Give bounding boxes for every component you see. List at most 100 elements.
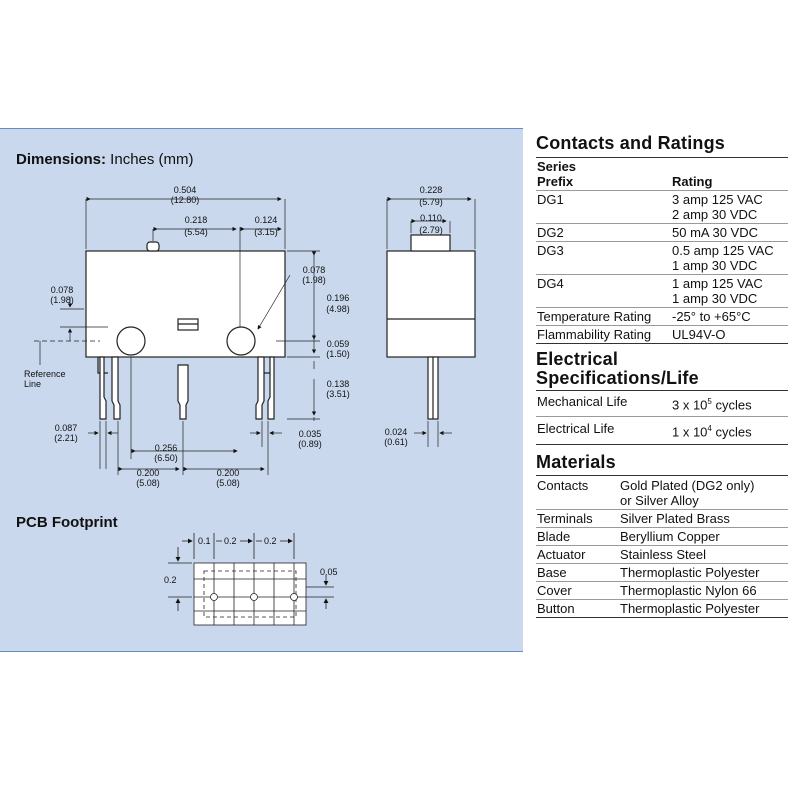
- switch-side-view: [386, 234, 476, 420]
- electrical-row: Electrical Life 1 x 104 cycles: [536, 416, 788, 444]
- contact-prefix: DG3: [536, 241, 671, 275]
- dim-pin-spacing-left: 0.200: [137, 468, 160, 478]
- dim-pin-length-mm: (3.51): [326, 389, 350, 399]
- temperature-value: -25° to +65°C: [671, 307, 788, 326]
- material-value-1: Silver Plated Brass: [619, 508, 788, 528]
- temperature-label: Temperature Rating: [536, 307, 671, 326]
- material-label: Contacts: [537, 477, 589, 493]
- flammability-label: Flammability Rating: [536, 325, 671, 343]
- material-value-2: or Silver Alloy: [620, 492, 699, 508]
- material-value-1: Thermoplastic Polyester: [619, 562, 788, 582]
- front-dimension-labels: 0.504 (12.80) 0.218 (5.54) 0.124 (3.15) …: [24, 185, 350, 488]
- electrical-value-tail: cycles: [711, 397, 752, 413]
- dim-overall-width-mm: (12.80): [171, 195, 200, 205]
- dim-pin-spacing-right-mm: (5.08): [216, 478, 240, 488]
- header-series: Series: [537, 159, 577, 174]
- pcb-dim-left: 0.2: [164, 575, 177, 585]
- dim-pin-to-button-mm: (5.54): [184, 227, 208, 237]
- materials-row: Actuator Stainless Steel: [536, 544, 788, 564]
- dimension-drawing: 0.504 (12.80) 0.218 (5.54) 0.124 (3.15) …: [24, 185, 476, 626]
- electrical-label: Mechanical Life: [537, 394, 628, 409]
- electrical-title-1: Electrical: [536, 349, 619, 369]
- dim-hole-offset: 0.059: [327, 339, 350, 349]
- reference-line-label-1: Reference: [24, 369, 66, 379]
- contacts-title: Contacts and Ratings: [536, 133, 726, 153]
- dimensions-title: Dimensions: Inches (mm): [16, 151, 194, 168]
- dim-button-to-edge: 0.124: [255, 215, 278, 225]
- materials-row: Button Thermoplastic Polyester: [536, 598, 788, 617]
- dim-left-height-mm: (1.98): [50, 295, 74, 305]
- material-label: Base: [536, 562, 619, 582]
- pcb-dim-2: 0.2: [224, 536, 237, 546]
- contact-rating-1: 3 amp 125 VAC: [672, 192, 763, 207]
- material-value-1: Beryllium Copper: [619, 526, 788, 546]
- dim-pin-edge-mm: (2.21): [54, 433, 78, 443]
- materials-table: Contacts Gold Plated (DG2 only)or Silver…: [536, 476, 788, 617]
- flammability-row: Flammability Rating UL94V-O: [536, 325, 788, 343]
- material-label: Button: [536, 598, 619, 617]
- dim-button-width: 0.110: [420, 213, 442, 223]
- side-dimension-labels: 0.228 (5.79) 0.110 (2.79) 0.024 (0.61): [384, 185, 443, 447]
- contact-rating-1: 1 amp 125 VAC: [672, 276, 763, 291]
- contact-rating-1: 0.5 amp 125 VAC: [672, 243, 774, 258]
- electrical-value: 3 x 105 cycles: [671, 391, 788, 417]
- contacts-row: DG2 50 mA 30 VDC: [536, 223, 788, 242]
- dim-pin-thickness-mm: (0.61): [384, 437, 408, 447]
- electrical-value-base: 1 x 10: [672, 424, 708, 440]
- dim-side-width-mm: (5.79): [419, 197, 443, 207]
- dim-pin-to-button: 0.218: [185, 215, 208, 225]
- electrical-row: Mechanical Life 3 x 105 cycles: [536, 391, 788, 417]
- contact-rating-1: 50 mA 30 VDC: [671, 223, 788, 242]
- pcb-dim-right: 0.05: [320, 567, 338, 577]
- dim-pin-width-mm: (0.89): [298, 439, 322, 449]
- materials-title: Materials: [536, 451, 616, 472]
- material-value-1: Gold Plated (DG2 only): [620, 477, 755, 493]
- flammability-value: UL94V-O: [671, 325, 788, 343]
- electrical-value-tail: cycles: [711, 424, 752, 440]
- pcb-dim-3: 0.2: [264, 536, 277, 546]
- dimensions-title-bold: Dimensions:: [16, 151, 107, 168]
- dim-right-height: 0.196: [327, 293, 350, 303]
- front-dimension-lines: [34, 196, 320, 475]
- dim-hole-spacing: 0.256: [155, 443, 178, 453]
- dimensions-title-units: Inches (mm): [106, 151, 194, 168]
- reference-line-label-2: Line: [24, 379, 41, 389]
- contact-prefix: DG2: [536, 223, 671, 242]
- contact-prefix: DG1: [536, 190, 671, 224]
- material-value-1: Stainless Steel: [619, 544, 788, 564]
- dim-pin-length: 0.138: [327, 379, 350, 389]
- contact-rating-2: 2 amp 30 VDC: [672, 207, 758, 222]
- material-label: Terminals: [536, 508, 619, 528]
- dim-button-width-mm: (2.79): [419, 225, 443, 235]
- pcb-footprint-title: PCB Footprint: [16, 514, 118, 531]
- dim-hole-spacing-mm: (6.50): [154, 453, 178, 463]
- header-prefix: Prefix: [537, 174, 574, 189]
- material-label: Cover: [536, 580, 619, 600]
- materials-row: Base Thermoplastic Polyester: [536, 562, 788, 582]
- pcb-footprint-drawing: [168, 533, 334, 626]
- electrical-title-2: Specifications/Life: [536, 368, 699, 388]
- contact-rating-2: 1 amp 30 VDC: [672, 258, 758, 273]
- electrical-value-exp: 4: [707, 424, 712, 434]
- materials-row: Terminals Silver Plated Brass: [536, 508, 788, 528]
- switch-front-view: [85, 241, 286, 420]
- dim-pin-spacing-right: 0.200: [217, 468, 240, 478]
- material-value-1: Thermoplastic Nylon 66: [619, 580, 788, 600]
- dim-hole-offset-mm: (1.50): [326, 349, 350, 359]
- dim-pin-thickness: 0.024: [385, 427, 408, 437]
- dim-button-to-edge-mm: (3.15): [254, 227, 278, 237]
- temperature-row: Temperature Rating -25° to +65°C: [536, 307, 788, 326]
- material-value-1: Thermoplastic Polyester: [619, 598, 788, 617]
- dim-pin-width: 0.035: [299, 429, 322, 439]
- dim-left-height: 0.078: [51, 285, 74, 295]
- electrical-value: 1 x 104 cycles: [671, 416, 788, 444]
- contact-rating-2: 1 amp 30 VDC: [672, 291, 758, 306]
- material-label: Blade: [536, 526, 619, 546]
